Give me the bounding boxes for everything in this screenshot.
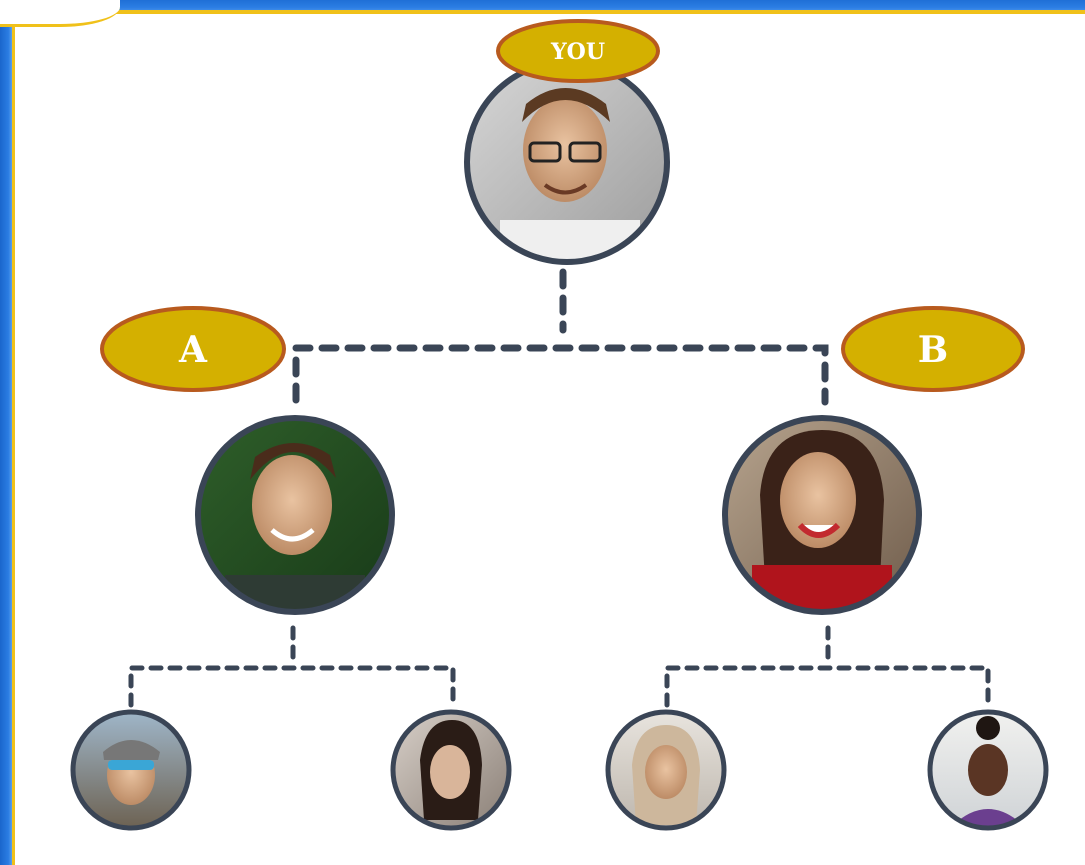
badge-you-label: YOU — [550, 39, 605, 65]
badge-you: YOU — [496, 19, 660, 83]
person-avatar-icon — [395, 714, 507, 826]
badge-a-label: A — [178, 329, 208, 371]
avatar-a1 — [70, 709, 192, 831]
person-avatar-icon — [727, 420, 917, 610]
connector-lines — [128, 268, 991, 708]
person-avatar-icon — [75, 714, 187, 826]
avatar-a — [195, 415, 395, 615]
top-frame-accent — [0, 10, 1085, 14]
avatar-you — [464, 59, 670, 265]
badge-b: B — [841, 306, 1025, 392]
avatar-b — [722, 415, 922, 615]
avatar-a2 — [390, 709, 512, 831]
avatar-b1 — [605, 709, 727, 831]
left-frame-bar — [0, 0, 12, 865]
avatar-b2 — [927, 709, 1049, 831]
top-frame-bar — [0, 0, 1085, 12]
badge-a: A — [100, 306, 286, 392]
badge-b-label: B — [918, 329, 948, 371]
person-avatar-icon — [200, 420, 390, 610]
person-avatar-icon — [469, 64, 665, 260]
left-frame-accent — [12, 10, 15, 865]
person-avatar-icon — [610, 714, 722, 826]
person-avatar-icon — [932, 714, 1044, 826]
